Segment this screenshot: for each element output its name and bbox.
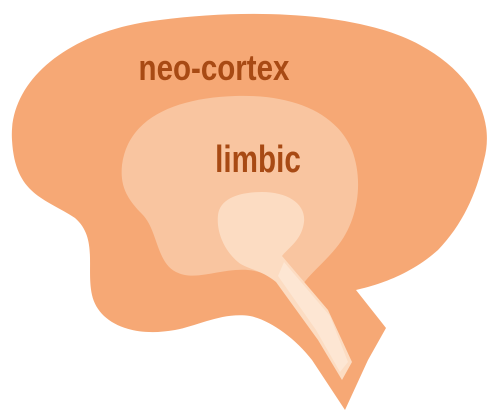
neo-cortex-label: neo-cortex: [139, 47, 290, 87]
limbic-label: limbic: [215, 139, 301, 181]
